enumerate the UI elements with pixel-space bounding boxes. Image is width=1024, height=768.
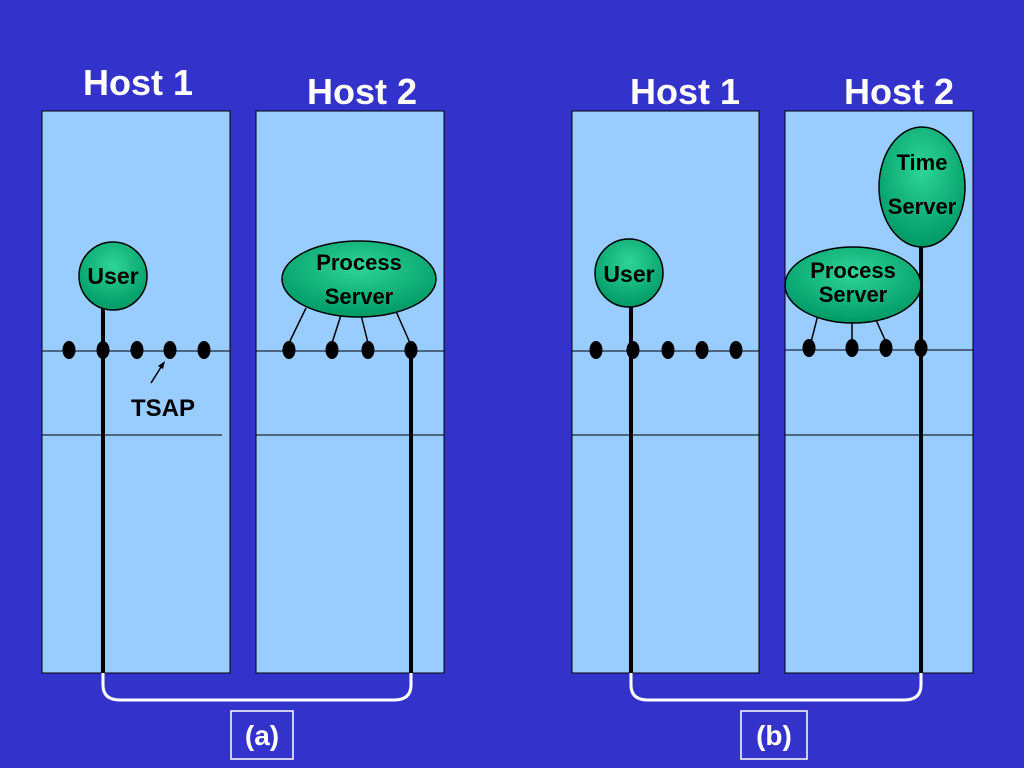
- diagram-a-spoke-1: [288, 307, 307, 344]
- diagram-a-host1-box: [41, 110, 231, 674]
- diagram-a-user-label: User: [87, 263, 138, 289]
- diagram-a-spoke-2: [331, 314, 342, 344]
- diagram-b-caption: (b): [756, 720, 792, 751]
- diagram-a-process-server-label-line2: Server: [325, 284, 394, 309]
- diagram-a-caption: (a): [245, 720, 279, 751]
- diagram-a-spoke-3: [360, 314, 369, 344]
- diagram-b-host2-tsap-dot: [879, 339, 893, 357]
- diagram-a-host2-title: Host 2: [307, 71, 417, 112]
- diagram-a-process-server-node: [281, 240, 437, 318]
- diagram-a-tsap-label: TSAP: [131, 395, 195, 422]
- diagram-b-user-node: [594, 238, 664, 308]
- diagram-b-spoke-1: [810, 314, 819, 343]
- diagram-b-time-server-label-line1: Time: [897, 150, 948, 175]
- diagram-b-process-server-label-line1: Process: [810, 258, 896, 283]
- diagram-b-host2-tsap-dot: [914, 339, 928, 357]
- diagram-b-host1-tsap-dot: [695, 341, 709, 359]
- diagram-a-network-bracket: [101, 673, 413, 702]
- diagram-b-host1-tsap-dot: [589, 341, 603, 359]
- diagram-b-process-server-node: [784, 246, 922, 324]
- diagram-a-host1-tsap-dot: [130, 341, 144, 359]
- diagram-a-user-node: [78, 241, 148, 311]
- diagram-a-host2-tsap-dot: [325, 341, 339, 359]
- diagram-a: Host 1 Host 2 User Process: [41, 62, 445, 760]
- diagram-b-spoke-3: [875, 319, 887, 343]
- diagram-a-host2-tsap-dot: [282, 341, 296, 359]
- diagram-a-process-server-label-line1: Process: [316, 250, 402, 275]
- diagram-b-host1-tsap-dot: [661, 341, 675, 359]
- diagram-b-network-bracket: [629, 673, 923, 702]
- diagram-b-host2-tsap-dot: [802, 339, 816, 357]
- diagram-a-host2-tsap-dot: [404, 341, 418, 359]
- diagram-b-host2-title: Host 2: [844, 71, 954, 112]
- diagram-a-host1-tsap-dot: [163, 341, 177, 359]
- diagram-a-host1-tsap-dot: [197, 341, 211, 359]
- diagram-a-host1-title: Host 1: [83, 62, 193, 103]
- diagram-b-host1-box: [571, 110, 760, 674]
- diagram-a-host1-tsap-dot: [62, 341, 76, 359]
- diagram-b-caption-box: [740, 710, 808, 760]
- diagram-b-host2-tsap-dot: [845, 339, 859, 357]
- diagram-a-caption-box: [230, 710, 294, 760]
- diagram-b-user-label: User: [603, 261, 654, 287]
- diagram-b: Host 1 Host 2 User Process Serv: [571, 71, 974, 760]
- diagram-b-host1-tsap-dot: [626, 341, 640, 359]
- diagram-b-time-server-label-line2: Server: [888, 194, 957, 219]
- diagram-a-tsap-arrowhead: [158, 361, 165, 369]
- diagram-b-host1-title: Host 1: [630, 71, 740, 112]
- diagram-b-process-server-label-line2: Server: [819, 282, 888, 307]
- diagram-b-host1-tsap-dot: [729, 341, 743, 359]
- diagram-b-time-server-node: [878, 126, 966, 248]
- diagram-a-host2-box: [255, 110, 445, 674]
- diagram-a-host1-tsap-dot: [96, 341, 110, 359]
- diagram-a-host2-tsap-dot: [361, 341, 375, 359]
- diagram-a-spoke-4: [394, 308, 411, 344]
